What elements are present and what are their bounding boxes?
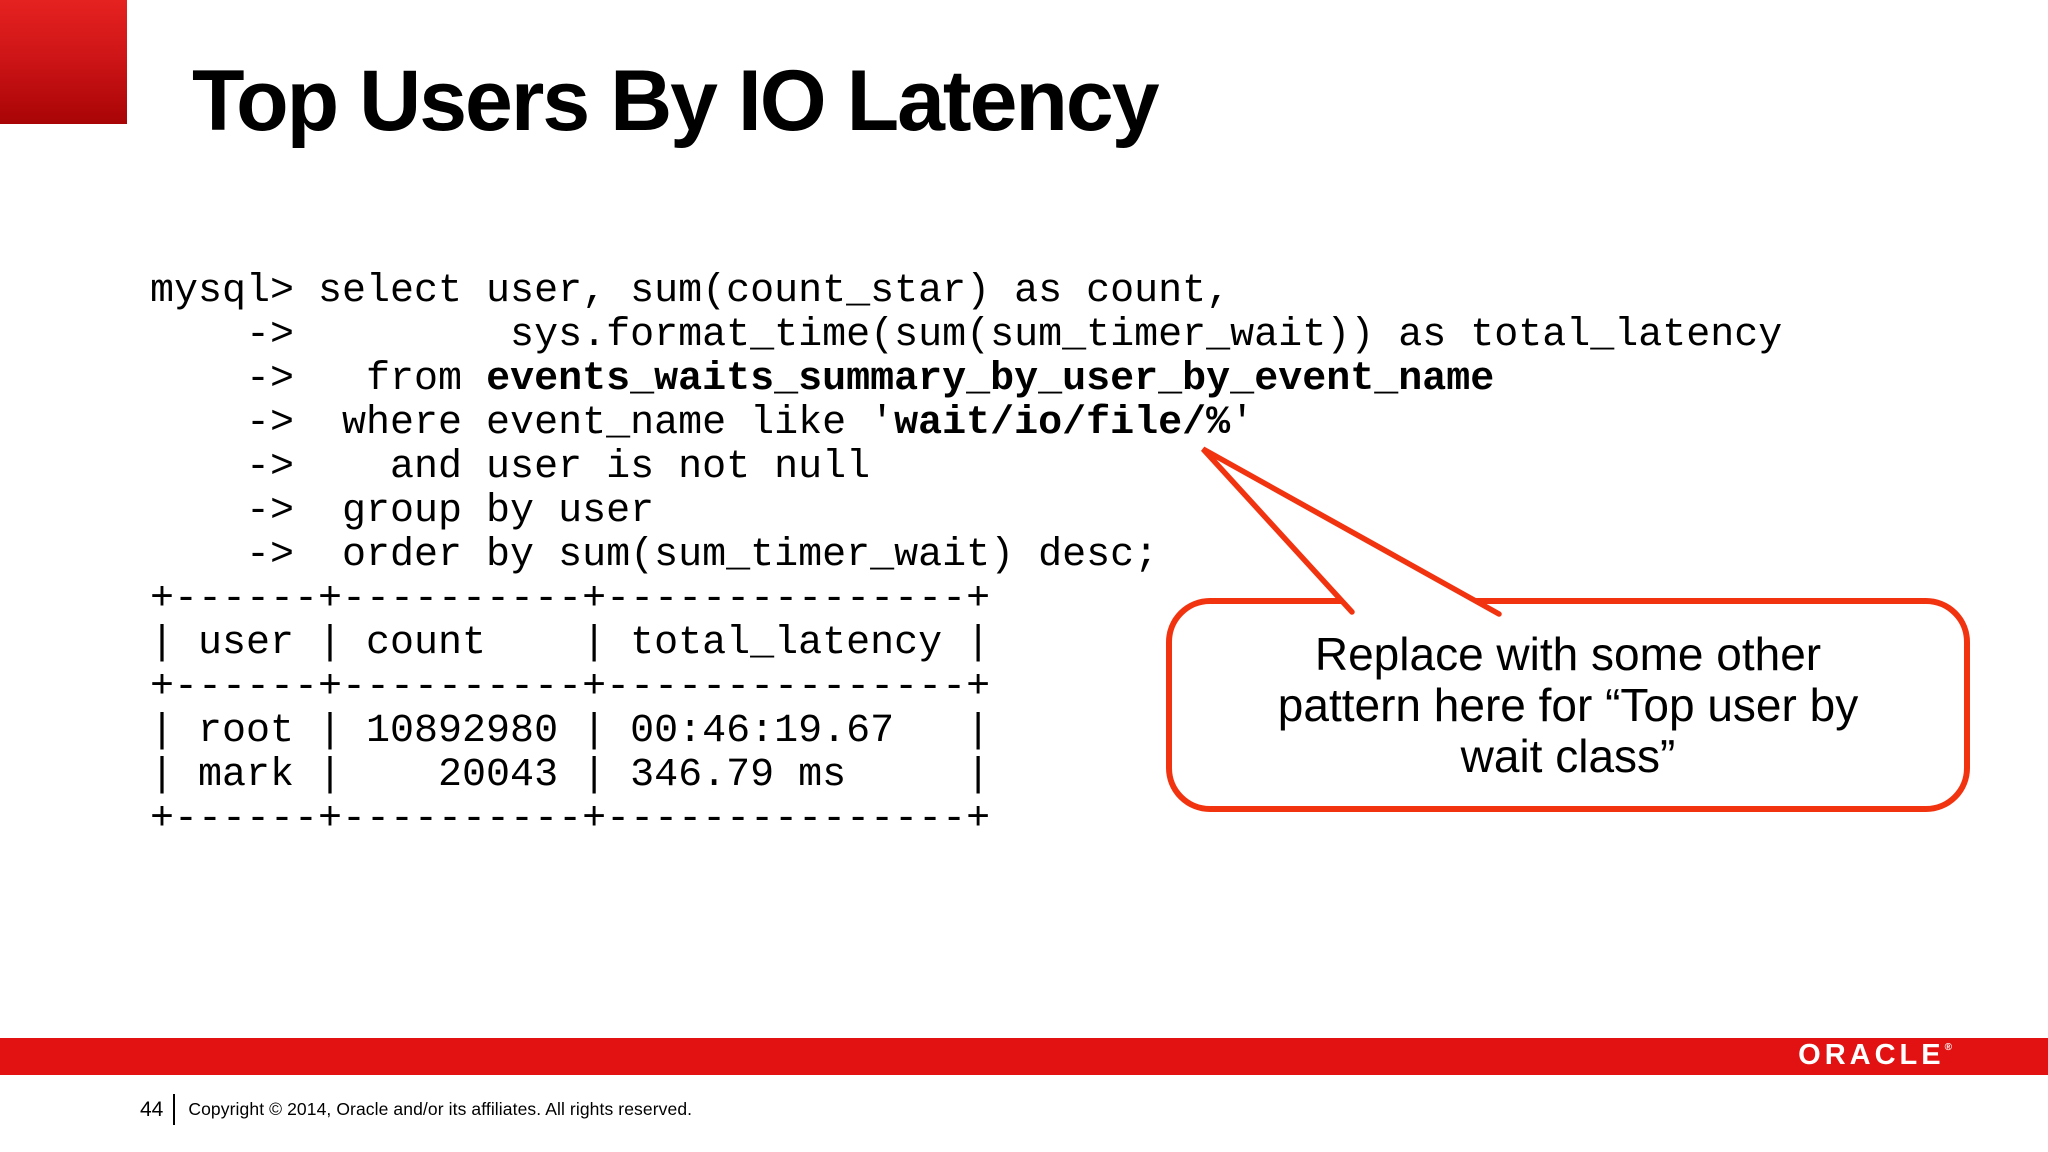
copyright-text: Copyright © 2014, Oracle and/or its affi…: [188, 1099, 693, 1119]
code-line: -> and user is not null: [150, 445, 871, 490]
bottom-red-bar: ORACLE®: [0, 1038, 2048, 1075]
callout-line: pattern here for “Top user by: [1277, 678, 1859, 731]
code-line: | user | count | total_latency |: [150, 621, 991, 666]
page-number: 44: [140, 1097, 164, 1121]
code-block: mysql> select user, sum(count_star) as c…: [150, 270, 1782, 842]
code-line: +------+----------+---------------+: [150, 797, 991, 842]
code-line: | root | 10892980 | 00:46:19.67 |: [150, 709, 991, 754]
callout-line: wait class”: [1460, 729, 1676, 782]
footer-separator: [173, 1094, 176, 1125]
registered-trademark-icon: ®: [1944, 1041, 1952, 1053]
code-line: -> sys.format_time(sum(sum_timer_wait)) …: [150, 313, 1783, 358]
code-line: -> order by sum(sum_timer_wait) desc;: [150, 533, 1159, 578]
code-line: +------+----------+---------------+: [150, 577, 991, 622]
code-line: | mark | 20043 | 346.79 ms |: [150, 753, 991, 798]
code-line: -> where event_name like 'wait/io/file/%…: [150, 401, 1255, 446]
corner-accent-square: [0, 0, 127, 124]
code-line: +------+----------+---------------+: [150, 665, 991, 710]
callout-line: Replace with some other: [1314, 627, 1822, 680]
code-line: -> group by user: [150, 489, 655, 534]
code-line: -> from events_waits_summary_by_user_by_…: [150, 357, 1495, 402]
footer: 44 Copyright © 2014, Oracle and/or its a…: [140, 1094, 692, 1125]
oracle-logo: ORACLE®: [1798, 1039, 1952, 1072]
code-line: mysql> select user, sum(count_star) as c…: [150, 269, 1231, 314]
oracle-logo-text: ORACLE: [1798, 1038, 1945, 1071]
page-title: Top Users By IO Latency: [192, 53, 1160, 149]
